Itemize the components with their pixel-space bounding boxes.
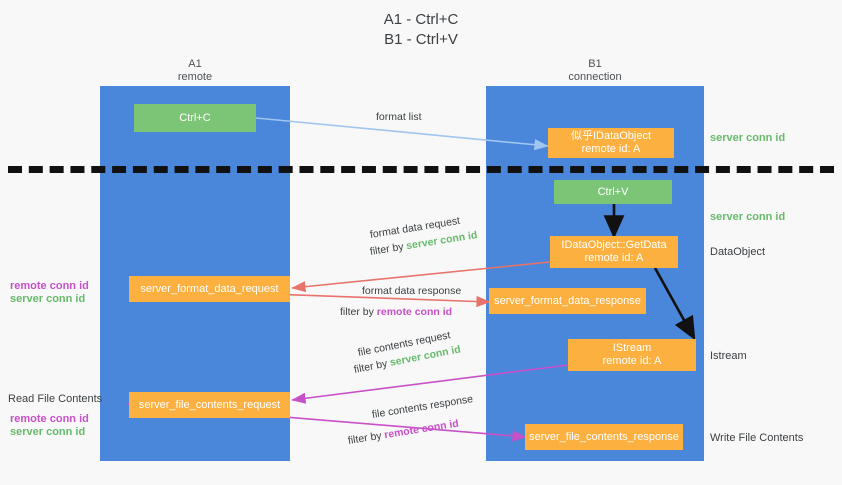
node-server-file-contents-request-label: server_file_contents_request <box>138 398 281 411</box>
edge-label-format-list: format list <box>376 111 422 123</box>
annotation-server-conn-id-4: server conn id <box>10 426 86 438</box>
edge-label-file-contents-response-filter: filter by remote conn id <box>347 417 460 448</box>
edge-label-format-data-response: format data response <box>362 285 462 297</box>
node-getdata-line1: IDataObject::GetData <box>561 239 667 251</box>
node-idataobject-line1: 似乎IDataObject <box>570 130 652 142</box>
phase-divider <box>8 166 834 173</box>
lane-header-b1: B1 connection <box>486 58 704 84</box>
filter-value-4: remote conn id <box>383 417 460 442</box>
node-ctrl-v-label: Ctrl+V <box>597 185 629 198</box>
node-server-file-contents-request[interactable]: server_file_contents_request <box>129 392 290 418</box>
filter-prefix-1: filter by <box>369 240 408 258</box>
title-line-2: B1 - Ctrl+V <box>384 31 458 48</box>
node-ctrl-c-label: Ctrl+C <box>179 111 211 124</box>
annotation-server-conn-id-1: server conn id <box>710 132 786 144</box>
filter-prefix-2: filter by <box>340 306 377 318</box>
title-line-1: A1 - Ctrl+C <box>383 11 459 28</box>
annotation-server-conn-id-2: server conn id <box>710 211 786 223</box>
node-istream[interactable]: IStream remote id: A <box>568 339 696 371</box>
annotation-server-conn-id-3: server conn id <box>10 293 86 305</box>
node-ctrl-v[interactable]: Ctrl+V <box>554 180 672 204</box>
annotation-write-file-contents: Write File Contents <box>710 432 804 444</box>
page-title: A1 - Ctrl+C B1 - Ctrl+V <box>0 10 842 50</box>
lane-a1-name: A1 <box>188 58 202 70</box>
node-idataobject-line2: remote id: A <box>581 143 641 155</box>
lane-b1-name: B1 <box>588 58 602 70</box>
annotation-remote-conn-id-1: remote conn id <box>10 280 89 292</box>
annotation-read-file-contents: Read File Contents <box>8 393 103 405</box>
node-server-format-data-request-label: server_format_data_request <box>140 282 279 295</box>
edge-label-format-data-response-filter: filter by remote conn id <box>340 305 452 319</box>
node-idataobject[interactable]: 似乎IDataObject remote id: A <box>548 128 674 158</box>
node-ctrl-c[interactable]: Ctrl+C <box>134 104 256 132</box>
node-server-format-data-response-label: server_format_data_response <box>494 294 641 307</box>
node-getdata[interactable]: IDataObject::GetData remote id: A <box>550 236 678 268</box>
lane-a1-sub: remote <box>177 71 213 83</box>
edge-label-file-contents-response: file contents response <box>371 393 474 421</box>
node-server-format-data-request[interactable]: server_format_data_request <box>129 276 290 302</box>
lane-header-a1: A1 remote <box>100 58 290 84</box>
annotation-dataobject: DataObject <box>710 246 766 258</box>
filter-prefix-4: filter by <box>347 429 386 447</box>
node-server-file-contents-response-label: server_file_contents_response <box>529 430 679 443</box>
annotation-istream: Istream <box>710 350 747 362</box>
annotation-remote-conn-id-2: remote conn id <box>10 413 89 425</box>
node-istream-line1: IStream <box>612 342 652 354</box>
node-server-file-contents-response[interactable]: server_file_contents_response <box>525 424 683 450</box>
node-istream-line2: remote id: A <box>602 355 662 367</box>
node-server-format-data-response[interactable]: server_format_data_response <box>489 288 646 314</box>
node-getdata-line2: remote id: A <box>584 252 644 264</box>
filter-value-2: remote conn id <box>376 306 453 318</box>
lane-b1-sub: connection <box>568 71 622 83</box>
